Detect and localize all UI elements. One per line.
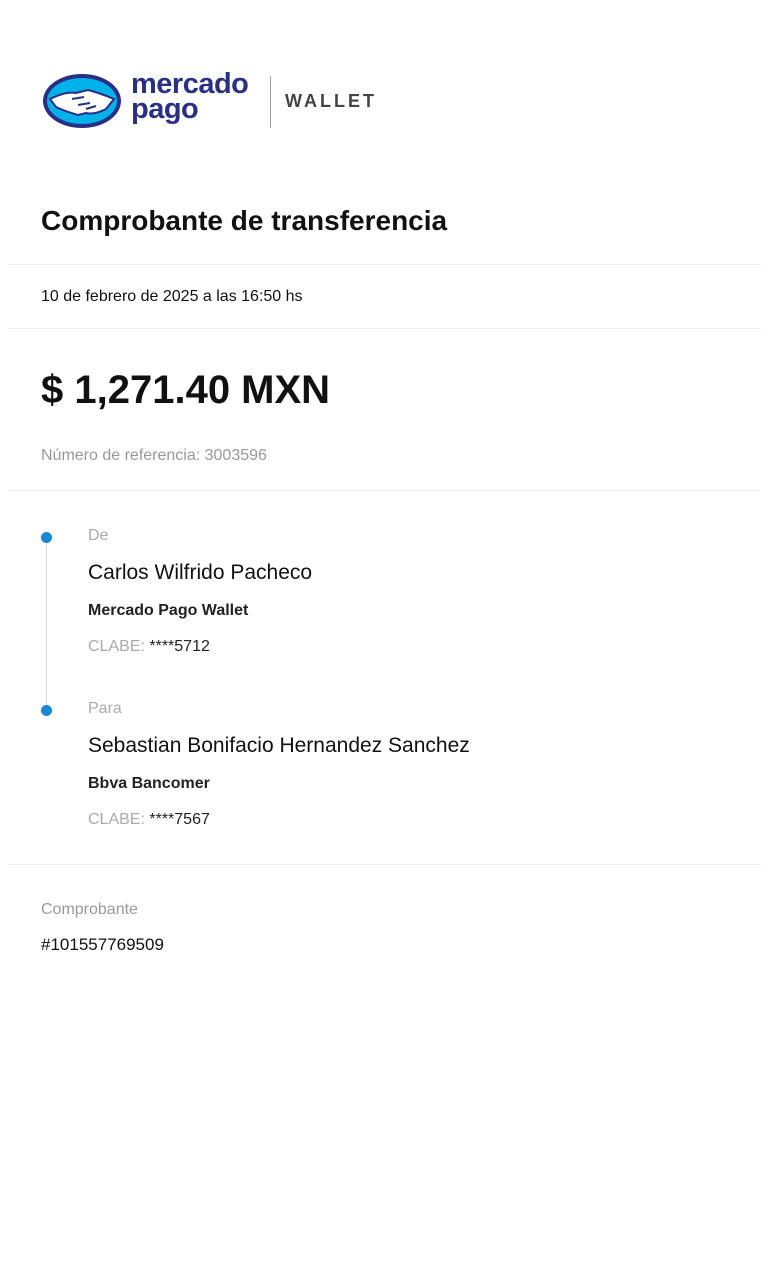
voucher-number: #101557769509 xyxy=(41,935,164,954)
clabe-label: CLABE: xyxy=(88,811,145,828)
divider xyxy=(8,328,761,329)
timeline-line xyxy=(46,542,47,710)
timeline-dot-icon xyxy=(41,705,52,716)
sender-bank: Mercado Pago Wallet xyxy=(88,602,249,619)
handshake-logo-icon xyxy=(43,74,121,128)
divider xyxy=(8,490,761,491)
transfer-datetime: 10 de febrero de 2025 a las 16:50 hs xyxy=(41,288,303,305)
clabe-label: CLABE: xyxy=(88,638,145,655)
sender-name: Carlos Wilfrido Pacheco xyxy=(88,561,313,584)
recipient-name: Sebastian Bonifacio Hernandez Sanchez xyxy=(88,734,470,757)
divider xyxy=(8,864,761,865)
voucher-label: Comprobante xyxy=(41,901,138,918)
clabe-value: ****7567 xyxy=(149,811,210,828)
recipient-label: Para xyxy=(88,700,122,717)
sender-label: De xyxy=(88,527,109,544)
product-name: WALLET xyxy=(285,91,377,111)
logo-separator xyxy=(270,76,271,128)
recipient-clabe: CLABE: ****7567 xyxy=(88,811,210,829)
reference-number: Número de referencia: 3003596 xyxy=(41,447,267,464)
sender-clabe: CLABE: ****5712 xyxy=(88,638,210,656)
transfer-amount: $ 1,271.40 MXN xyxy=(41,368,331,412)
brand-line1: mercado xyxy=(131,68,249,100)
clabe-value: ****5712 xyxy=(149,638,210,655)
page-title: Comprobante de transferencia xyxy=(41,205,448,236)
timeline-dot-icon xyxy=(41,532,52,543)
divider xyxy=(8,264,761,265)
brand-wordmark: mercado pago xyxy=(131,68,249,125)
recipient-bank: Bbva Bancomer xyxy=(88,775,210,792)
brand-line2: pago xyxy=(131,93,199,125)
